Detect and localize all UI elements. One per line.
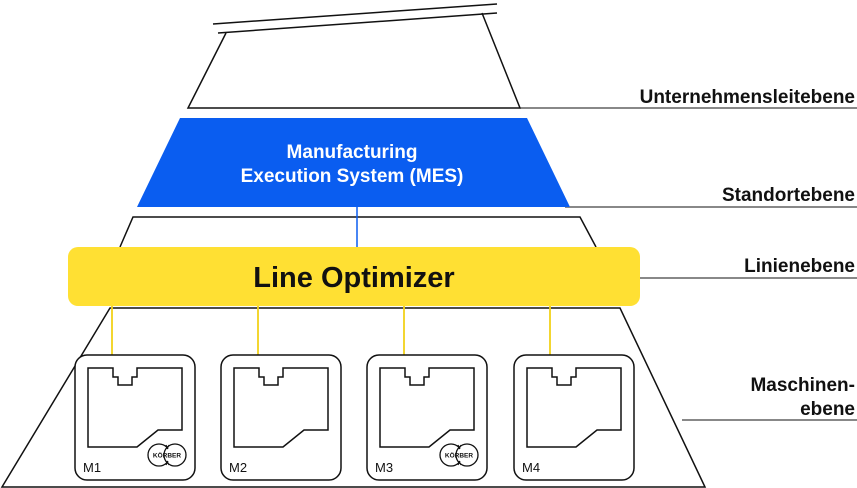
machine-shape [233, 367, 329, 448]
machine-connectors [111, 306, 551, 355]
enterprise-level-label: Unternehmensleitebene [640, 87, 855, 108]
roof-line-upper [212, 3, 498, 25]
logo-text: KÖRBER [445, 451, 473, 460]
machine-level-trapezoid [0, 307, 707, 488]
roof-line-lower [217, 12, 498, 34]
line-optimizer-label: Line Optimizer [253, 262, 454, 294]
mes-title-line2: Execution System (MES) [241, 166, 464, 187]
machine-frame [513, 354, 635, 481]
line-level-label: Linienebene [744, 256, 855, 277]
koerber-logo: KÖRBER [147, 443, 187, 467]
machine-m3: M3 KÖRBER [366, 354, 488, 481]
machine-shape [379, 367, 475, 448]
machine-frame [220, 354, 342, 481]
machine-label: M2 [229, 460, 247, 475]
line-optimizer-bar [68, 247, 640, 306]
machine-m1: M1 KÖRBER [74, 354, 196, 481]
machine-label: M3 [375, 460, 393, 475]
line-optimizer-block: Line Optimizer [68, 247, 640, 306]
site-level-label: Standortebene [722, 185, 855, 206]
mes-title-line1: Manufacturing [287, 142, 418, 163]
machine-label: M1 [83, 460, 101, 475]
koerber-logo: KÖRBER [439, 443, 479, 467]
machine-m4: M4 [513, 354, 635, 481]
mes-trapezoid [137, 118, 570, 207]
machine-m2: M2 [220, 354, 342, 481]
enterprise-trapezoid [186, 12, 522, 109]
machine-label: M4 [522, 460, 540, 475]
logo-text: KÖRBER [153, 451, 181, 460]
machine-shape [87, 367, 183, 448]
machine-level-label-line2: ebene [800, 399, 855, 420]
machine-shape [526, 367, 622, 448]
line-level-trapezoid [119, 216, 597, 248]
machine-level-label-line1: Maschinen- [750, 375, 855, 396]
mes-block: Manufacturing Execution System (MES) [137, 118, 570, 207]
enterprise-level-block [186, 3, 522, 109]
